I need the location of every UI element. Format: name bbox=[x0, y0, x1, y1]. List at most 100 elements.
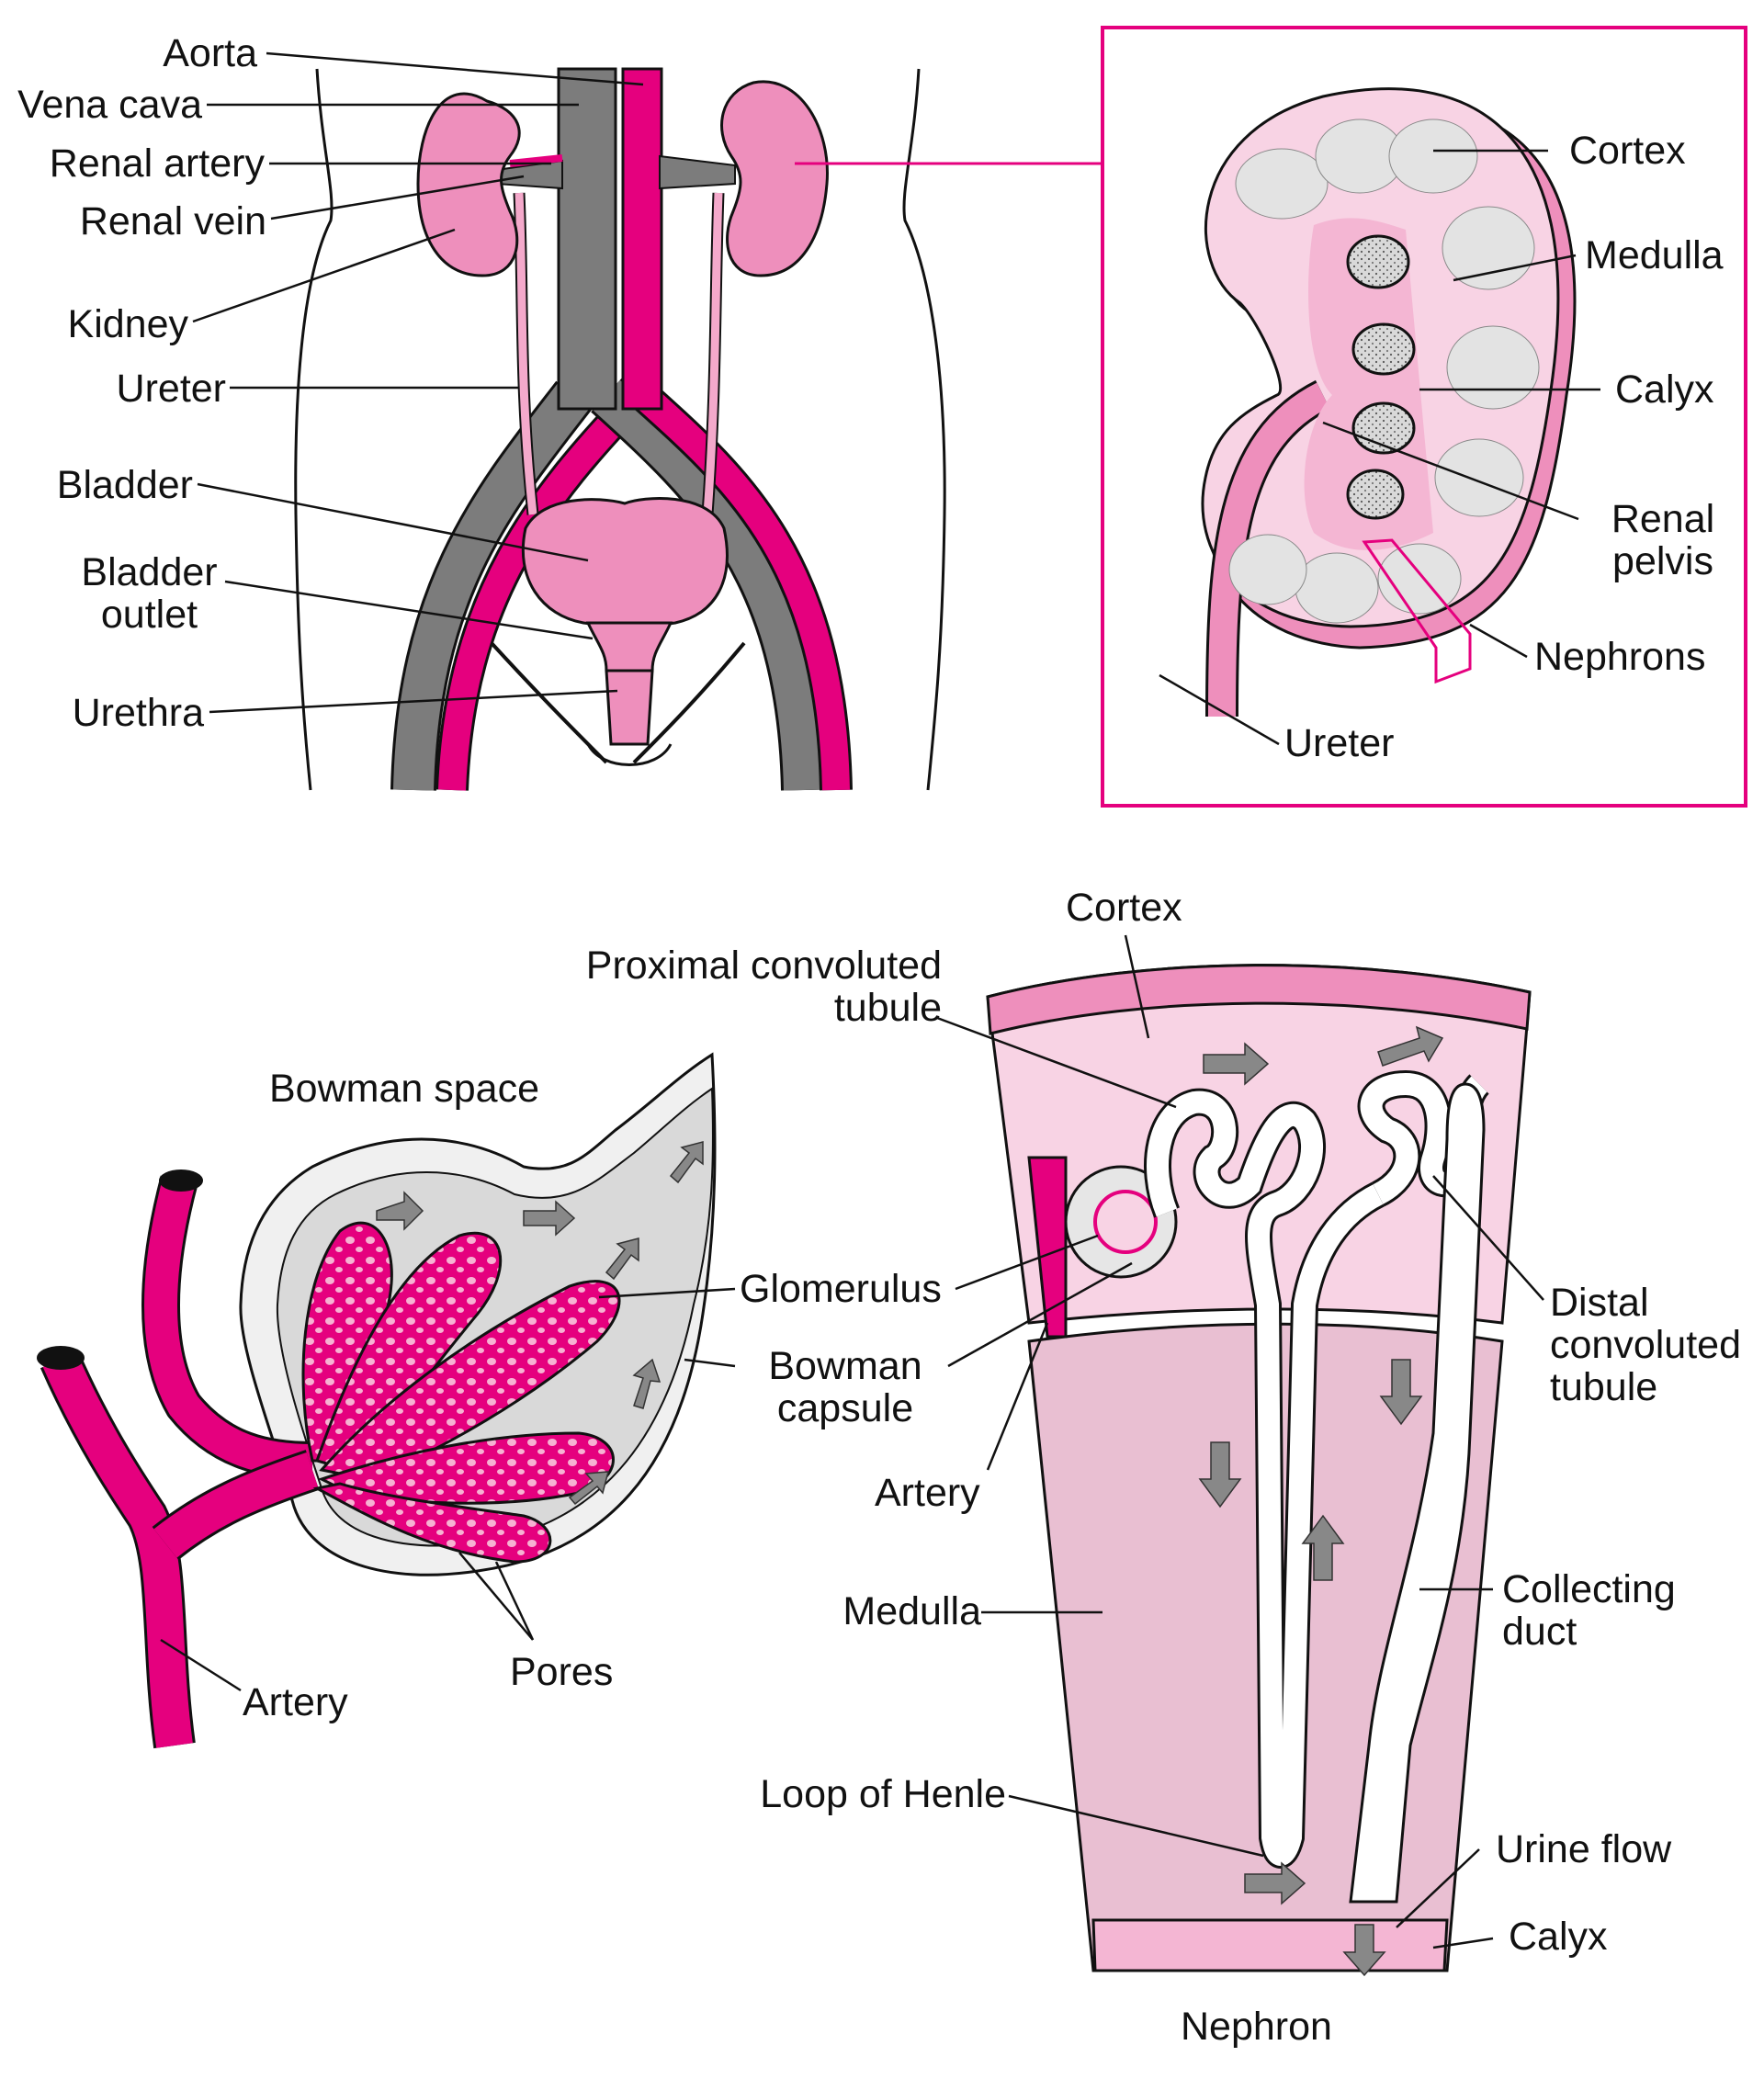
label-collecting-duct-line-2: duct bbox=[1502, 1610, 1577, 1654]
glomerulus-leader-lines bbox=[160, 1287, 736, 1692]
label-renal-pelvis: Renal pelvis bbox=[1594, 498, 1732, 582]
label-distal-tubule: Distal convoluted tubule bbox=[1550, 1282, 1741, 1408]
label-kidney-ureter: Ureter bbox=[1284, 721, 1395, 765]
nephron-figure bbox=[936, 934, 1544, 1977]
label-nephron-cortex: Cortex bbox=[1066, 886, 1182, 930]
label-proximal-tubule: Proximal convoluted tubule bbox=[551, 944, 942, 1029]
label-bowman-capsule: Bowman capsule bbox=[753, 1345, 937, 1429]
label-renal-vein: Renal vein bbox=[79, 199, 266, 243]
leader-kidney bbox=[192, 228, 456, 323]
aorta bbox=[621, 67, 663, 411]
label-bladder-outlet: Bladder outlet bbox=[69, 551, 230, 636]
leader-nephrons bbox=[1469, 623, 1528, 659]
ureter-right-fill bbox=[703, 192, 723, 515]
label-kidney-cortex: Cortex bbox=[1569, 129, 1686, 173]
label-vena-cava: Vena cava bbox=[17, 83, 202, 127]
aorta-right-branch-fill bbox=[633, 384, 850, 791]
label-ureter: Ureter bbox=[116, 367, 226, 411]
label-pores: Pores bbox=[510, 1650, 614, 1694]
label-distal-tubule-line-3: tubule bbox=[1550, 1365, 1658, 1409]
leader-urethra bbox=[209, 689, 618, 714]
label-bowman-capsule-line-1: Bowman bbox=[768, 1344, 922, 1388]
leader-proximal bbox=[936, 1016, 1177, 1109]
vena-cava-right-branch-fill bbox=[593, 379, 824, 791]
label-proximal-tubule-line-2: tubule bbox=[833, 986, 942, 1030]
renal-pelvis bbox=[1304, 218, 1433, 550]
label-urethra: Urethra bbox=[72, 691, 204, 735]
body-outline-left bbox=[294, 68, 334, 791]
collecting-duct bbox=[1349, 1082, 1486, 1904]
kidney-section-figure bbox=[1101, 26, 1747, 808]
label-collecting-duct: Collecting duct bbox=[1502, 1568, 1676, 1653]
leader-glomerulus bbox=[598, 1287, 736, 1299]
label-bladder: Bladder bbox=[56, 463, 193, 507]
proximal-tubule-and-loop-fill bbox=[1147, 1090, 1384, 1866]
artery-stem-fill bbox=[153, 1452, 319, 1558]
label-renal-pelvis-line-1: Renal bbox=[1611, 497, 1715, 541]
calyx-band bbox=[1091, 1918, 1449, 1972]
urinary-system-figure bbox=[192, 51, 1102, 791]
nephron-artery bbox=[1027, 1156, 1068, 1339]
nephron-flow-arrows bbox=[1198, 1025, 1444, 1977]
label-bladder-outlet-line-2: outlet bbox=[100, 593, 198, 637]
bladder bbox=[521, 497, 729, 628]
label-urine-flow: Urine flow bbox=[1496, 1827, 1672, 1871]
artery-lower-fill bbox=[42, 1351, 193, 1748]
artery-lumen-upper bbox=[159, 1169, 203, 1192]
leader-urine-flow bbox=[1396, 1848, 1480, 1928]
flow-arrows bbox=[376, 1141, 704, 1506]
label-distal-tubule-line-1: Distal bbox=[1550, 1281, 1649, 1325]
renal-vein-right bbox=[659, 154, 736, 190]
vena-cava-left-branch-fill bbox=[393, 382, 591, 791]
leader-nephron-cortex bbox=[1124, 934, 1150, 1039]
kidney-right bbox=[720, 80, 829, 277]
label-collecting-duct-line-1: Collecting bbox=[1502, 1567, 1676, 1611]
body-outline-right bbox=[902, 68, 946, 791]
label-distal-tubule-line-2: convoluted bbox=[1550, 1323, 1741, 1367]
label-aorta: Aorta bbox=[163, 31, 257, 75]
nephron-leader-lines bbox=[936, 934, 1544, 1949]
leader-medulla bbox=[1453, 254, 1577, 282]
label-kidney-calyx: Calyx bbox=[1615, 367, 1714, 412]
label-renal-pelvis-line-2: pelvis bbox=[1612, 539, 1713, 583]
leader-nephron-artery bbox=[986, 1322, 1049, 1471]
leader-pores-1 bbox=[458, 1552, 534, 1641]
label-glomerulus-artery: Artery bbox=[243, 1680, 348, 1724]
leader-pores-2 bbox=[494, 1561, 535, 1641]
vena-cava bbox=[557, 67, 617, 411]
label-nephron-medulla: Medulla bbox=[842, 1589, 981, 1633]
label-loop-of-henle: Loop of Henle bbox=[760, 1772, 1006, 1816]
label-proximal-tubule-line-1: Proximal convoluted bbox=[585, 943, 942, 988]
artery-upper-fill bbox=[144, 1176, 313, 1477]
leader-nephron-glomerulus bbox=[955, 1234, 1099, 1291]
urethra bbox=[605, 669, 654, 746]
nephron-wedge bbox=[1362, 538, 1472, 684]
urinary-leader-lines bbox=[192, 51, 644, 714]
label-bowman-capsule-line-2: capsule bbox=[776, 1386, 914, 1430]
kidney-leader-lines bbox=[1159, 149, 1600, 746]
leader-bladder bbox=[197, 482, 589, 562]
leader-kidney-ureter bbox=[1159, 673, 1280, 746]
leader-renal-vein bbox=[270, 175, 525, 220]
capillary-loops bbox=[301, 1221, 621, 1564]
label-kidney-medulla: Medulla bbox=[1585, 233, 1724, 277]
ureter-left-fill bbox=[514, 192, 537, 515]
leader-nephron-calyx bbox=[1432, 1937, 1494, 1949]
leader-distal bbox=[1432, 1175, 1544, 1301]
kidney-ureter-fill bbox=[1208, 382, 1330, 717]
nephron-glomerulus bbox=[1093, 1190, 1158, 1254]
leader-bladder-outlet bbox=[224, 580, 594, 640]
label-nephron-calyx: Calyx bbox=[1509, 1915, 1608, 1959]
leader-loop bbox=[1008, 1794, 1264, 1858]
bladder-outlet bbox=[585, 621, 673, 672]
glomerulus-figure bbox=[37, 1052, 736, 1749]
label-nephrons: Nephrons bbox=[1534, 635, 1706, 679]
label-kidney: Kidney bbox=[67, 302, 188, 346]
label-bowman-space: Bowman space bbox=[269, 1067, 539, 1111]
leader-bowman-capsule bbox=[684, 1358, 736, 1368]
leader-glom-artery bbox=[160, 1638, 242, 1692]
leader-aorta bbox=[266, 51, 644, 86]
leader-nephron-bowman bbox=[947, 1261, 1133, 1368]
